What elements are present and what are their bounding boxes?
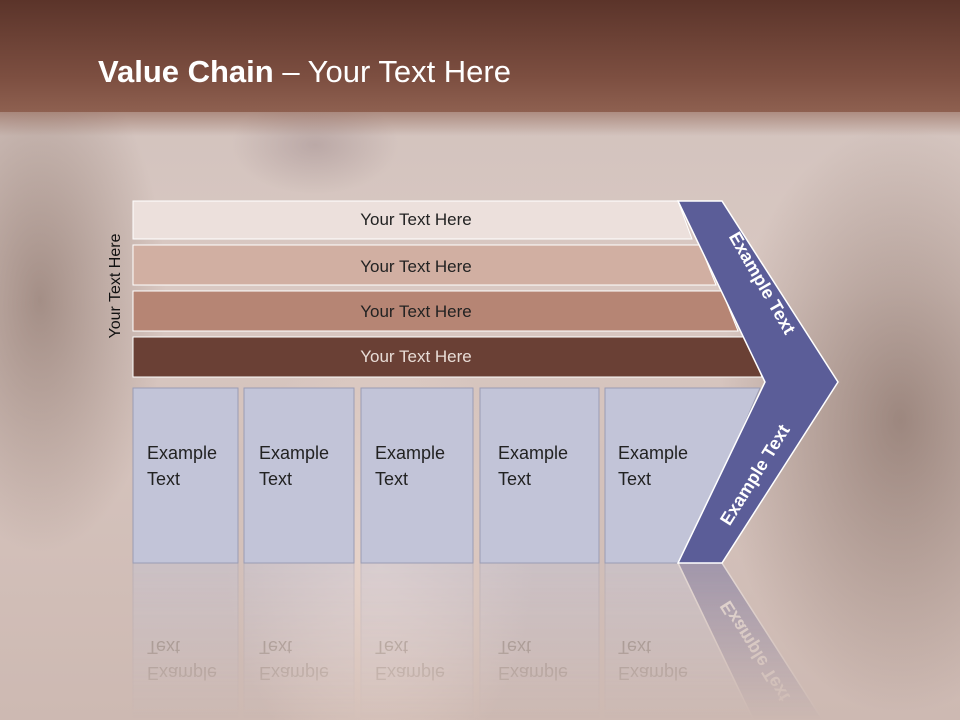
slide-title: Value Chain – Your Text Here	[98, 54, 511, 90]
activity-box-1-line1: Example	[147, 443, 217, 463]
diagram-main: Your Text Here Your Text Here Your Text …	[132, 200, 839, 564]
activity-box-5-line2: Text	[618, 469, 651, 489]
band-1: Your Text Here	[132, 200, 693, 240]
band-2-label: Your Text Here	[360, 257, 472, 276]
reflection-chevron-lower	[676, 562, 824, 720]
reflection-box-3	[360, 562, 474, 720]
reflection-box-3-line1: Example	[375, 663, 445, 683]
activity-box-4-line2: Text	[498, 469, 531, 489]
diagram-reflection: Example Text Example Text Example Text E…	[132, 562, 824, 720]
reflection-box-5-line2: Text	[618, 637, 651, 657]
reflection-box-4-line2: Text	[498, 637, 531, 657]
reflection-box-1	[132, 562, 239, 720]
activity-box-2-line1: Example	[259, 443, 329, 463]
title-bold-part: Value Chain	[98, 54, 274, 89]
band-2: Your Text Here	[132, 244, 717, 286]
activity-box-3-line1: Example	[375, 443, 445, 463]
reflection-box-1-line1: Example	[147, 663, 217, 683]
activity-box-1-line2: Text	[147, 469, 180, 489]
title-bar-fade	[0, 112, 960, 136]
band-1-shape	[132, 200, 693, 240]
band-4-label: Your Text Here	[360, 347, 472, 366]
activity-box-3-line2: Text	[375, 469, 408, 489]
band-2-shape	[132, 244, 717, 286]
band-3-shape	[132, 290, 739, 332]
activity-box-3-shape	[360, 387, 474, 564]
band-3-label: Your Text Here	[360, 302, 472, 321]
title-rest-part: – Your Text Here	[273, 54, 511, 89]
activity-box-5-line1: Example	[618, 443, 688, 463]
band-1-label: Your Text Here	[360, 210, 472, 229]
activity-box-2-line2: Text	[259, 469, 292, 489]
activity-box-2-shape	[243, 387, 355, 564]
band-4: Your Text Here	[132, 336, 763, 378]
reflection-box-3-line2: Text	[375, 637, 408, 657]
activity-box-2: Example Text	[243, 387, 355, 564]
reflection-box-4-line1: Example	[498, 663, 568, 683]
reflection-box-2-line2: Text	[259, 637, 292, 657]
activity-box-4: Example Text	[479, 387, 600, 564]
reflection-box-4	[479, 562, 600, 720]
reflection-box-5-line1: Example	[618, 663, 688, 683]
activity-box-1-shape	[132, 387, 239, 564]
activity-box-3: Example Text	[360, 387, 474, 564]
band-3: Your Text Here	[132, 290, 739, 332]
activity-box-4-line1: Example	[498, 443, 568, 463]
activity-box-4-shape	[479, 387, 600, 564]
activity-box-1: Example Text	[132, 387, 239, 564]
reflection-box-2-line1: Example	[259, 663, 329, 683]
title-bar	[0, 0, 960, 112]
reflection-box-2	[243, 562, 355, 720]
reflection-box-1-line2: Text	[147, 637, 180, 657]
